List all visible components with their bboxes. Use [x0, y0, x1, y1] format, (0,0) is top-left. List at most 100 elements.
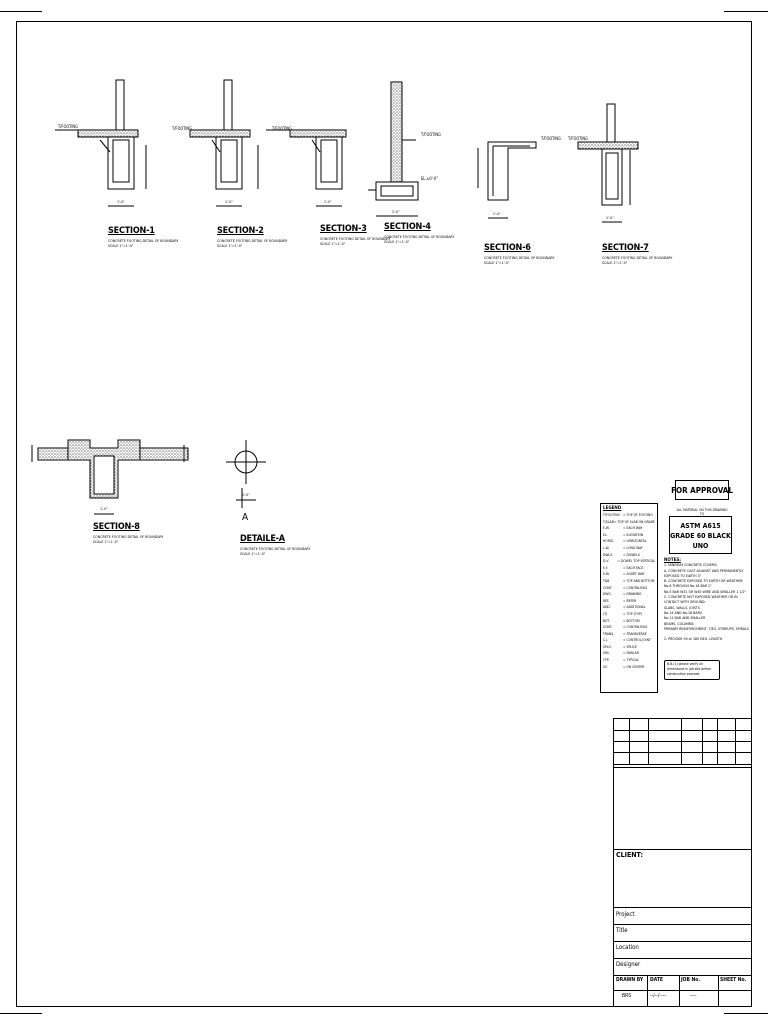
section-subtitle: CONCRETE FOOTING DETAIL OF BOUNDARY: [108, 239, 179, 243]
approval-stamp: FOR APPROVAL: [671, 480, 733, 500]
legend-meaning: = SIMILAR: [623, 651, 639, 656]
section-title: SECTION-3: [320, 224, 367, 234]
legend-abbrev: TYP.: [603, 658, 610, 663]
legend-row: SIM. = SIMILAR: [603, 650, 655, 657]
sheet-no-label: SHEET No.: [720, 977, 747, 983]
notes-title: NOTES:: [664, 558, 681, 563]
legend-abbrev: HORIZ.: [603, 539, 614, 544]
section-title: DETAILE-A: [240, 534, 285, 544]
section-subtitle: CONCRETE FOOTING DETAIL OF BOUNDARY: [602, 256, 673, 260]
dimension-label: 1'-0": [117, 200, 125, 204]
legend-row: (T)= TOP (TOP): [603, 611, 655, 618]
level-tag: T/FOOTING: [568, 136, 588, 141]
legend-row: TYP. = TYPICAL: [603, 657, 655, 664]
legend-meaning: = ADDITIONAL: [623, 605, 646, 610]
title-label: Title: [616, 927, 628, 934]
legend-abbrev: DWG.: [603, 592, 612, 597]
note-line: No.11 BAR AND SMALLER: [664, 616, 706, 621]
section-1-drawing: [55, 79, 147, 207]
legend-meaning: = CONTINUOUS: [623, 585, 648, 590]
section-title: SECTION-2: [217, 226, 264, 236]
legend-abbrev: T/FOOTING: [603, 513, 620, 517]
dimension-label: 1'-0": [100, 507, 108, 511]
section-8-drawing: [31, 439, 189, 515]
legend-abbrev: T&B: [603, 578, 610, 583]
legend-row: E.F. = EACH FACE: [603, 565, 655, 572]
designer-label: Designer: [616, 961, 641, 968]
legend-abbrev: (T): [603, 611, 608, 616]
legend-meaning: = REFER: [623, 598, 637, 603]
legend-abbrev: E.F.: [603, 565, 609, 570]
legend-abbrev: CONT.: [603, 625, 613, 630]
legend-abbrev: T/SLAB: [603, 519, 614, 524]
legend-abbrev: S.W.: [603, 572, 610, 577]
legend-meaning: = ON CENTER: [623, 664, 645, 669]
legend-abbrev: REF.: [603, 598, 610, 603]
section-title: SECTION-1: [108, 226, 155, 236]
legend-abbrev: OC: [603, 664, 608, 669]
section-subtitle: CONCRETE FOOTING DETAIL OF BOUNDARY: [217, 239, 288, 243]
section-7-drawing: [577, 103, 639, 223]
legend-meaning: = DOWEL TOP VERTICAL: [617, 559, 655, 564]
legend-abbrev: SIM.: [603, 651, 610, 656]
legend-abbrev: D.V.: [603, 559, 609, 564]
legend-abbrev: TRANS.: [603, 631, 615, 636]
verification-note: N.B.(1) please verify all dimensions in …: [664, 660, 720, 680]
section-scale: SCALE 1"=1'-0": [93, 540, 119, 544]
note-line: SLABS, WALLS, JOISTS: [664, 605, 700, 610]
dimension-label: 1'-0": [493, 212, 501, 216]
corner-mark: [0, 1013, 42, 1014]
legend-row: EL.= ELEVATION: [603, 532, 655, 539]
legend-meaning: = CONTINUOUS: [623, 625, 648, 630]
section-title: SECTION-4: [384, 222, 431, 232]
legend-row: CONT. = CONTINUOUS: [603, 624, 655, 631]
legend-meaning: = CONTROL JOINT: [623, 638, 651, 643]
legend-meaning: = BOTTOM: [623, 618, 640, 623]
note-line: 2. PROVIDE 90 or 180 DEG. LENGTH: [664, 637, 723, 642]
legend-meaning: = SHORT WAY: [623, 572, 645, 577]
material-note: ALL MATERIAL ON THIS DRAWING TO: [676, 508, 728, 516]
legend-meaning: = EACH WAY: [623, 526, 643, 531]
job-no-label: JOB No.: [681, 977, 701, 983]
legend-meaning: = TOP AND BOTTOM: [623, 578, 655, 583]
job-no-value: ----: [690, 993, 697, 999]
legend-abbrev: DWLS.: [603, 552, 613, 557]
corner-mark: [0, 11, 42, 12]
section-6-drawing: [477, 141, 537, 219]
level-tag: T/FOOTING: [541, 136, 561, 141]
legend-abbrev: L.W.: [603, 545, 610, 550]
section-scale: SCALE 1"=1'-0": [240, 552, 266, 556]
grade-line: GRADE 60 BLACK UNO: [670, 532, 731, 550]
dimension-label: 1'-0": [606, 216, 614, 220]
note-line: No.14 AND No.18 BARS: [664, 610, 702, 615]
legend-row: T/SLAB= TOP OF SLAB ON GRADE: [603, 519, 655, 526]
legend-row: E.W.= EACH WAY: [603, 525, 655, 532]
general-notes: NOTES: 1. MINIMUM CONCRETE COVERS:A. CON…: [664, 558, 752, 643]
section-scale: SCALE 1"=1'-0": [108, 244, 134, 248]
legend-row: C.J.= CONTROL JOINT: [603, 637, 655, 644]
dimension-label: 2'-0": [392, 210, 400, 214]
legend-row: SPLG.= SPLICE: [603, 644, 655, 651]
legend-meaning: = TOP OF FOOTING: [623, 513, 653, 517]
date-label: DATE: [650, 977, 663, 983]
note-line: PRIMARY REINFORCEMENT, TIES, STIRRUPS, S…: [664, 626, 749, 631]
legend-abbrev: ADD.: [603, 605, 611, 610]
section-subtitle: CONCRETE FOOTING DETAIL OF BOUNDARY: [93, 535, 164, 539]
legend-row: DWLS.= DOWELS: [603, 552, 655, 559]
section-scale: SCALE 1"=1'-0": [384, 240, 410, 244]
legend-meaning: = HORIZONTAL: [623, 539, 647, 544]
level-tag: T/FOOTING: [421, 132, 441, 137]
legend-row: T/FOOTING= TOP OF FOOTING: [603, 512, 655, 519]
note-line: B. CONCRETE EXPOSED TO EARTH OR WEATHER:: [664, 579, 744, 584]
project-label: Project: [616, 911, 635, 918]
note-line: A. CONCRETE CAST AGAINST AND PERMANENTLY…: [664, 568, 744, 578]
legend-row: HORIZ. = HORIZONTAL: [603, 538, 655, 545]
section-2-drawing: [189, 79, 259, 207]
legend-meaning: = TYPICAL: [623, 658, 639, 663]
legend-meaning: = EACH FACE: [623, 565, 644, 570]
section-scale: SCALE 1"=1'-0": [602, 261, 628, 265]
section-title: SECTION-8: [93, 522, 140, 532]
